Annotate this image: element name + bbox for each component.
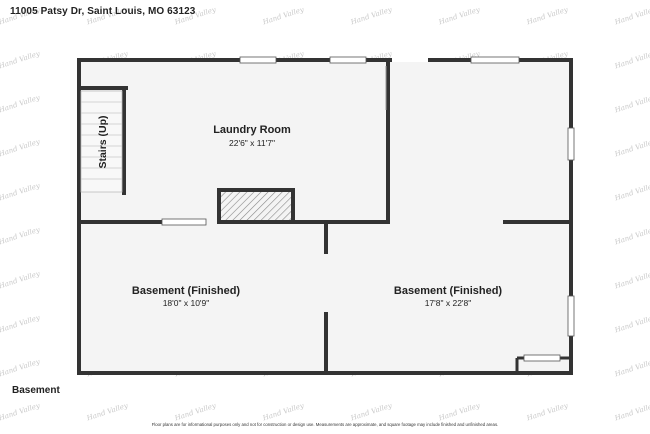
laundry-room-name: Laundry Room <box>213 124 291 136</box>
window <box>567 127 575 161</box>
basement-left-name: Basement (Finished) <box>132 285 241 297</box>
basement-left-dims: 18'0" x 10'9" <box>163 298 210 308</box>
laundry-room-dims: 22'6" x 11'7" <box>229 138 275 148</box>
stairs-label: Stairs (Up) <box>97 115 109 168</box>
window <box>470 56 520 64</box>
window <box>567 295 575 337</box>
stairs: Stairs (Up) <box>80 90 123 193</box>
basement-right-dims: 17'8" x 22'8" <box>425 298 472 308</box>
windows <box>161 56 575 337</box>
doorway <box>392 58 428 62</box>
doorway <box>161 218 207 226</box>
interior-walls <box>77 60 573 375</box>
chimney-block <box>217 188 295 224</box>
basement-right-name: Basement (Finished) <box>394 285 503 297</box>
window <box>329 56 367 64</box>
window <box>239 56 277 64</box>
closet-door <box>523 354 561 362</box>
level-label: Basement <box>12 385 60 396</box>
disclaimer: Floor plans are for informational purpos… <box>151 422 499 427</box>
property-address: 11005 Patsy Dr, Saint Louis, MO 63123 <box>10 6 196 17</box>
